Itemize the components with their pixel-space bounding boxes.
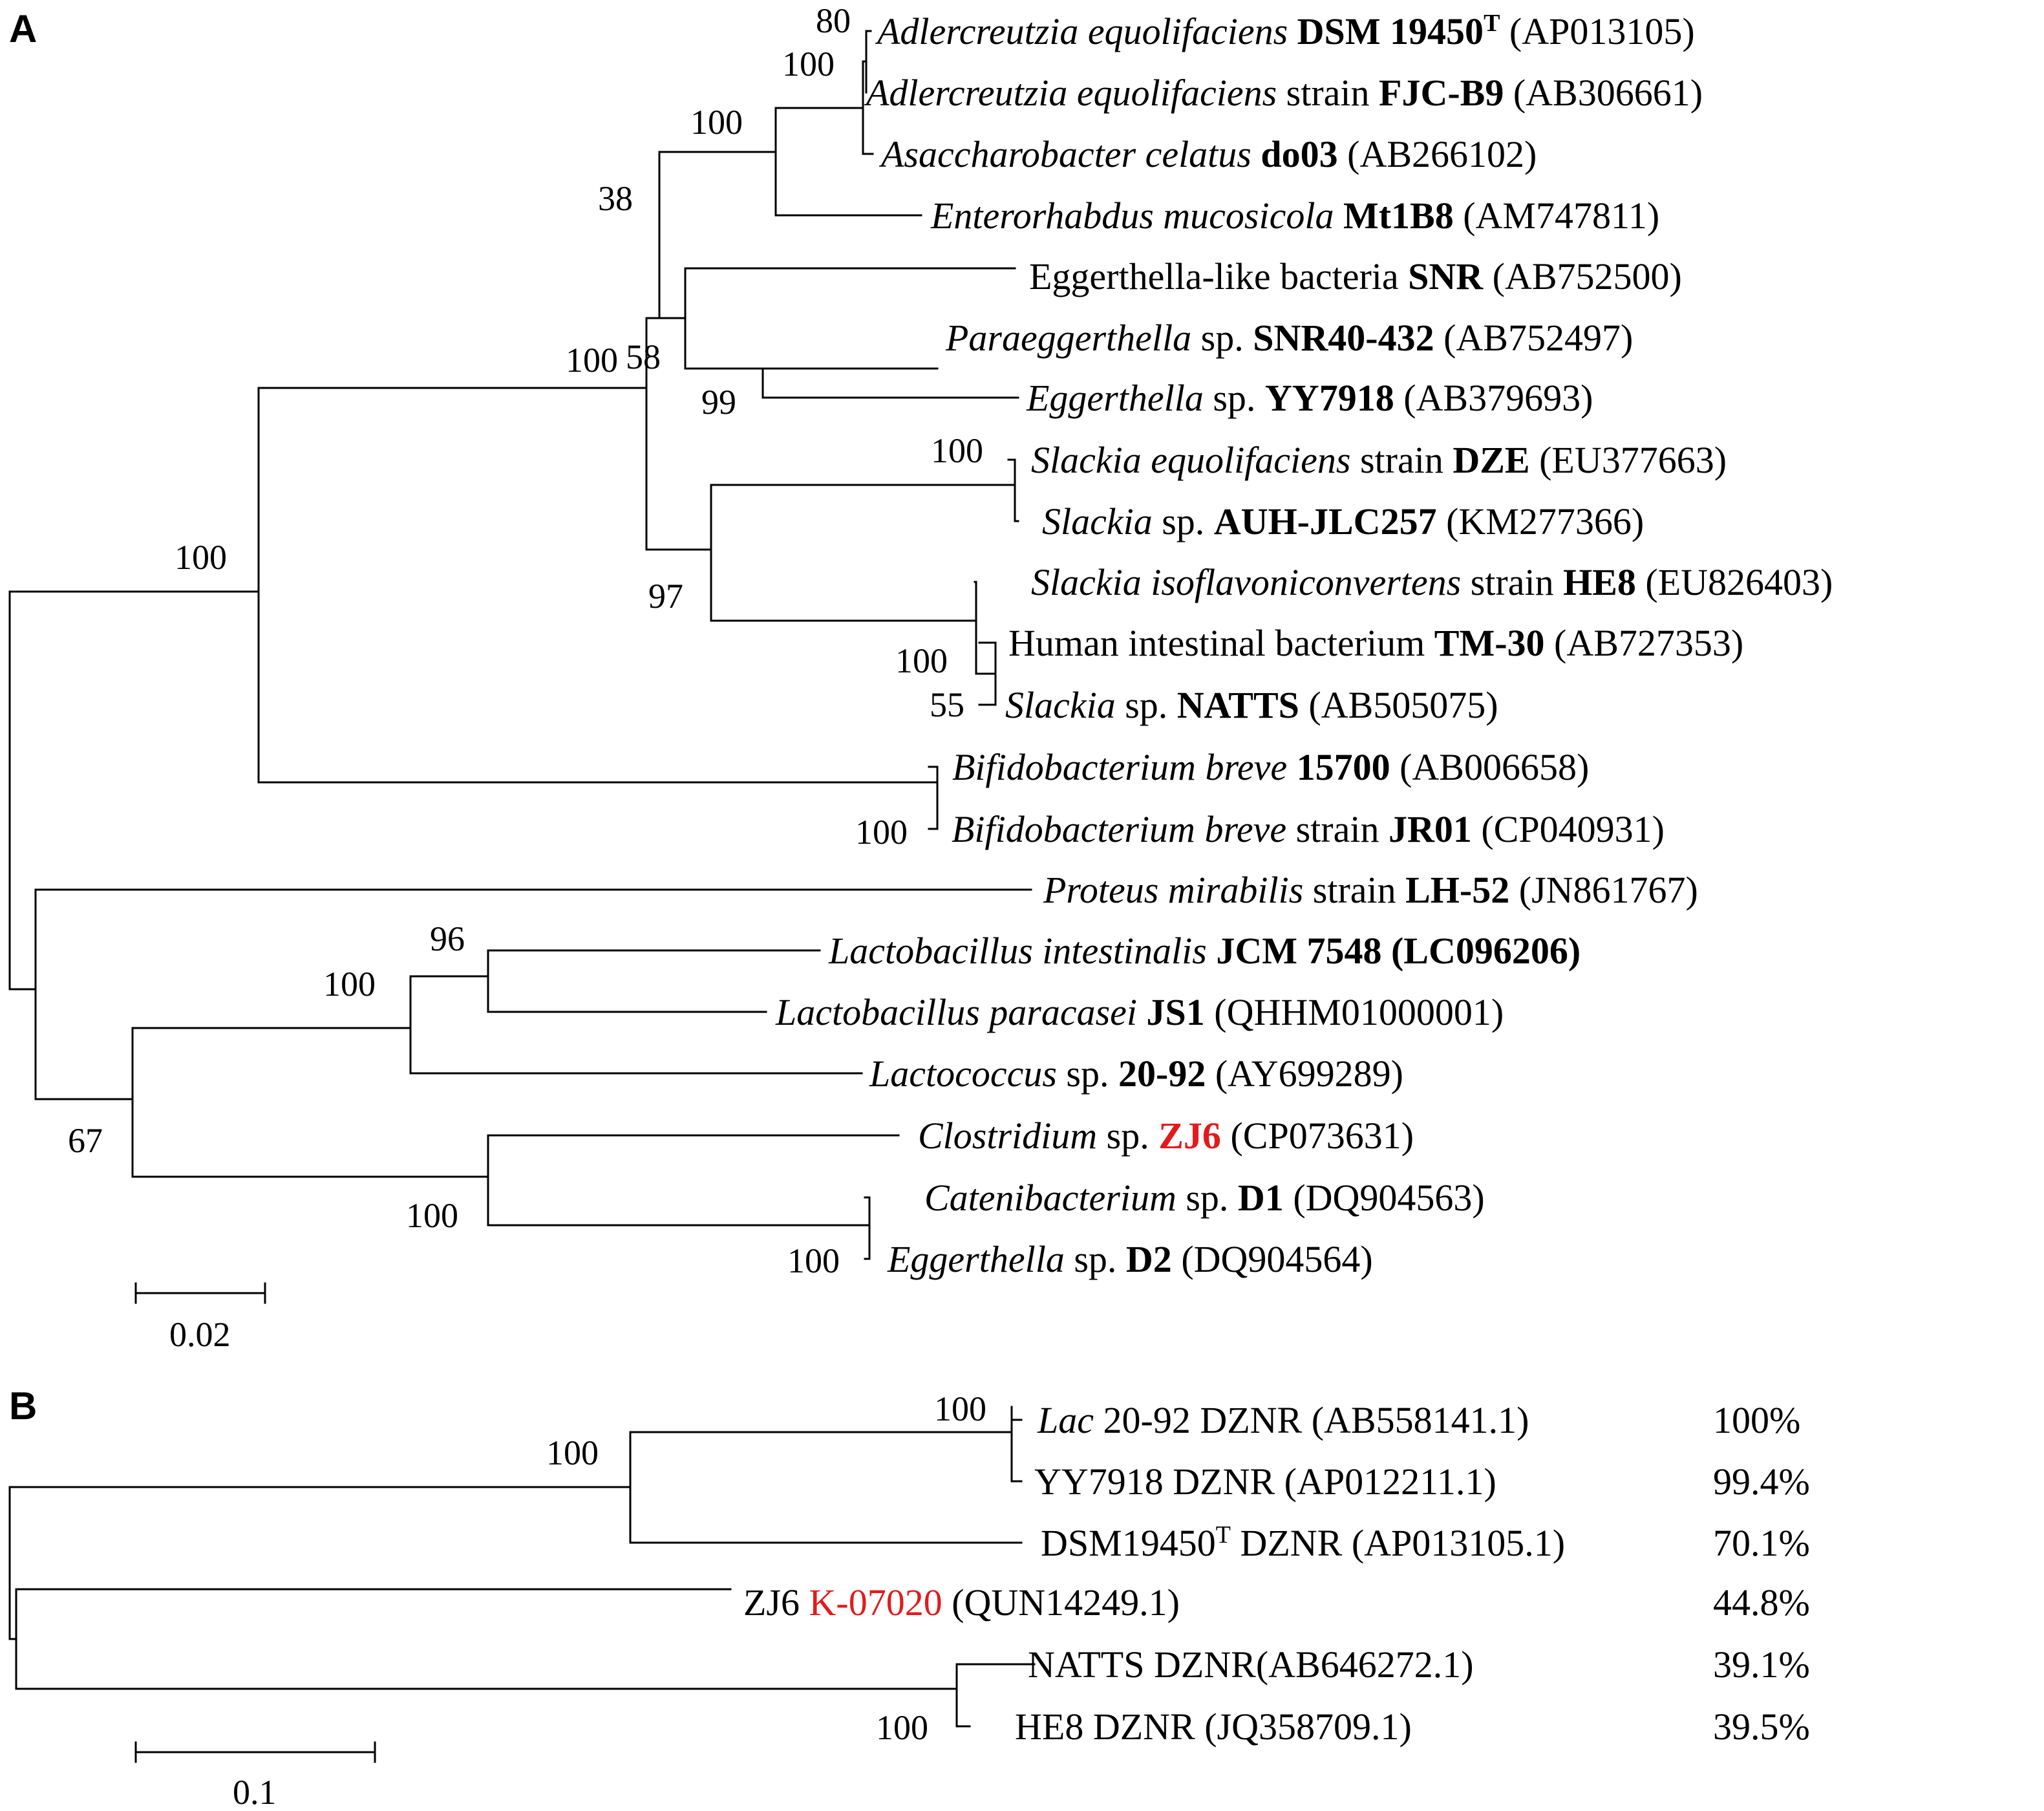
bootstrap-value: 58: [626, 338, 661, 376]
bootstrap-value: 100: [782, 45, 835, 83]
bootstrap-value: 100: [787, 1241, 840, 1280]
taxon-label: Bifidobacterium breve strain JR01 (CP040…: [952, 808, 1665, 850]
scale-bar-b-label: 0.1: [233, 1773, 277, 1811]
bootstrap-value: 100: [323, 965, 376, 1003]
bootstrap-value: 100: [876, 1708, 928, 1747]
taxon-label: Slackia sp. AUH-JLC257 (KM277366): [1042, 500, 1644, 542]
taxon-label: Eggerthella-like bacteria SNR (AB752500): [1029, 255, 1682, 297]
taxon-label: Lactobacillus intestinalis JCM 7548 (LC0…: [828, 930, 1581, 972]
taxon-label: Slackia isoflavoniconvertens strain HE8 …: [1031, 561, 1833, 603]
bootstrap-value: 38: [598, 179, 633, 218]
taxon-label: Slackia equolifaciens strain DZE (EU3776…: [1031, 439, 1727, 481]
taxon-label: HE8 DZNR (JQ358709.1): [1015, 1706, 1412, 1748]
bootstrap-value: 100: [175, 538, 227, 577]
bootstrap-value: 97: [648, 577, 683, 616]
taxon-label: Paraeggerthella sp. SNR40-432 (AB752497): [945, 317, 1633, 359]
identity-percent: 39.5%: [1713, 1706, 1810, 1748]
bootstrap-value: 67: [68, 1121, 103, 1160]
taxon-label: Eggerthella sp. YY7918 (AB379693): [1026, 377, 1593, 419]
bootstrap-value: 100: [566, 341, 618, 380]
bootstrap-value: 80: [816, 1, 851, 40]
bootstrap-value: 100: [931, 431, 983, 470]
taxon-label: Enterorhabdus mucosicola Mt1B8 (AM747811…: [930, 195, 1659, 237]
identity-percent: 70.1%: [1713, 1522, 1810, 1564]
identity-percent: 39.1%: [1713, 1644, 1810, 1686]
taxon-label: Proteus mirabilis strain LH-52 (JN861767…: [1043, 869, 1698, 911]
bootstrap-value: 100: [934, 1389, 986, 1428]
taxon-label: YY7918 DZNR (AP012211.1): [1034, 1461, 1496, 1503]
bootstrap-value: 96: [430, 919, 465, 958]
bootstrap-value: 100: [690, 103, 743, 142]
taxon-label: Adlercreutzia equolifaciens strain FJC-B…: [864, 72, 1703, 114]
taxon-label: Lactobacillus paracasei JS1 (QHHM0100000…: [775, 991, 1504, 1033]
taxon-label: Clostridium sp. ZJ6 (CP073631): [918, 1115, 1414, 1157]
bootstrap-value: 100: [546, 1433, 599, 1472]
taxon-label: Lactococcus sp. 20-92 (AY699289): [869, 1053, 1403, 1095]
taxon-label: Adlercreutzia equolifaciens DSM 19450T (…: [875, 10, 1695, 52]
identity-percent: 99.4%: [1713, 1461, 1810, 1503]
bootstrap-value: 100: [855, 813, 908, 852]
taxon-label: Catenibacterium sp. D1 (DQ904563): [924, 1177, 1485, 1219]
taxon-label: DSM19450T DZNR (AP013105.1): [1041, 1521, 1565, 1564]
taxon-label: Eggerthella sp. D2 (DQ904564): [887, 1238, 1373, 1280]
taxon-label: Asaccharobacter celatus do03 (AB266102): [878, 133, 1537, 175]
taxon-label: NATTS DZNR(AB646272.1): [1028, 1644, 1474, 1686]
bootstrap-value: 99: [701, 383, 736, 422]
panel-b-label: B: [9, 1384, 37, 1428]
identity-percent: 100%: [1713, 1399, 1800, 1441]
taxon-label: Bifidobacterium breve 15700 (AB006658): [952, 746, 1589, 788]
bootstrap-value: 55: [930, 685, 964, 724]
bootstrap-value: 100: [406, 1196, 458, 1235]
taxon-label: Lac 20-92 DZNR (AB558141.1): [1037, 1399, 1529, 1441]
identity-percent: 44.8%: [1713, 1581, 1810, 1623]
taxon-label: ZJ6 K-07020 (QUN14249.1): [743, 1581, 1180, 1623]
taxon-label: Human intestinal bacterium TM-30 (AB7273…: [1008, 622, 1743, 664]
scale-bar-a-label: 0.02: [169, 1315, 231, 1354]
taxon-label: Slackia sp. NATTS (AB505075): [1005, 684, 1498, 726]
bootstrap-value: 100: [895, 641, 948, 680]
panel-a-label: A: [9, 7, 37, 50]
